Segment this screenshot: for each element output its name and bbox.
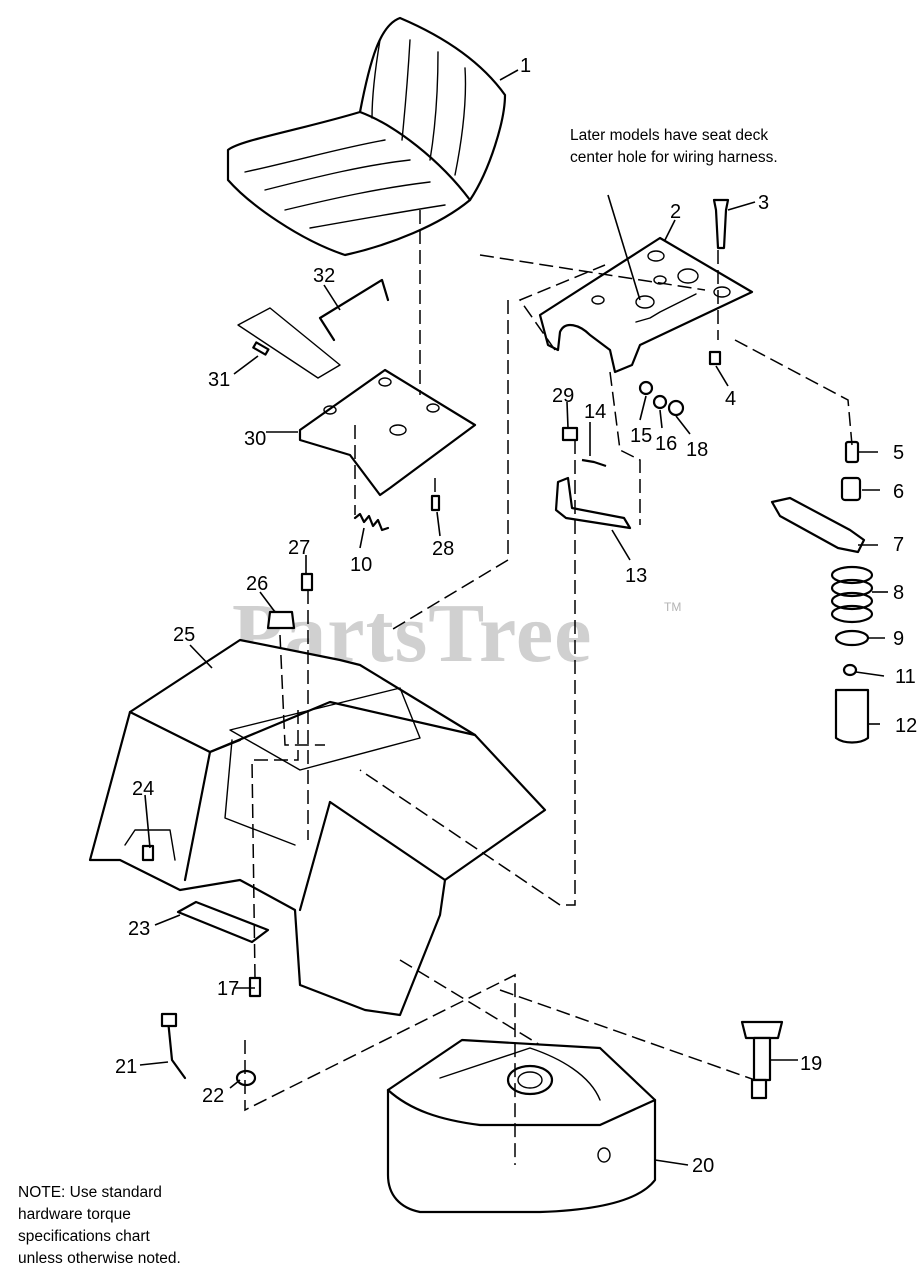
nut-part-4[interactable]	[708, 350, 722, 366]
callout-14: 14	[584, 401, 606, 423]
callout-12: 12	[895, 715, 917, 737]
callout-27: 27	[288, 537, 310, 559]
rod-part-32[interactable]	[318, 278, 390, 342]
callout-7: 7	[893, 534, 904, 556]
callout-31: 31	[208, 369, 230, 391]
callout-23: 23	[128, 918, 150, 940]
callout-21: 21	[115, 1056, 137, 1078]
bumper-part-12[interactable]	[834, 688, 870, 744]
standard-note-line-2: hardware torque	[18, 1206, 131, 1223]
callout-24: 24	[132, 778, 154, 800]
pin-part-31[interactable]	[252, 341, 270, 356]
grommet-part-22[interactable]	[235, 1069, 257, 1087]
callout-28: 28	[432, 538, 454, 560]
bolt-part-14[interactable]	[581, 458, 607, 468]
later-models-note: Later models have seat deck center hole …	[570, 125, 830, 169]
callout-15: 15	[630, 425, 652, 447]
nut-part-11[interactable]	[842, 663, 858, 677]
callout-25: 25	[173, 624, 195, 646]
nut-part-16[interactable]	[652, 394, 668, 410]
fuel-gauge-part-19[interactable]	[740, 1020, 784, 1100]
callout-2: 2	[670, 201, 681, 223]
later-models-note-line-2: center hole for wiring harness.	[570, 149, 778, 166]
callout-22: 22	[202, 1085, 224, 1107]
callout-30: 30	[244, 428, 266, 450]
later-models-note-line-1: Later models have seat deck	[570, 127, 769, 144]
nut-part-29[interactable]	[561, 426, 579, 442]
standard-note-line-4: unless otherwise noted.	[18, 1250, 181, 1267]
callout-5: 5	[893, 442, 904, 464]
connector-part-21[interactable]	[160, 1012, 178, 1028]
callout-19: 19	[800, 1053, 822, 1075]
bracket-part-13[interactable]	[554, 476, 632, 530]
seat-deck-part[interactable]	[538, 236, 754, 374]
screw-part-17[interactable]	[248, 976, 262, 998]
nut-part-15[interactable]	[638, 380, 654, 396]
plate-part-23[interactable]	[176, 900, 270, 944]
callout-29: 29	[552, 385, 574, 407]
callout-20: 20	[692, 1155, 714, 1177]
spring-part-10[interactable]	[353, 512, 390, 532]
callout-4: 4	[725, 388, 736, 410]
callout-3: 3	[758, 192, 769, 214]
standard-hardware-note: NOTE: Use standard hardware torque speci…	[18, 1182, 218, 1270]
callout-10: 10	[350, 554, 372, 576]
bolt-part-24[interactable]	[141, 844, 155, 862]
washer-part-9[interactable]	[834, 629, 870, 647]
callout-17: 17	[217, 978, 239, 1000]
seat-bracket-part-30[interactable]	[298, 368, 477, 497]
callout-13: 13	[625, 565, 647, 587]
assembly-guide-lines	[244, 210, 853, 1165]
callout-numbers: 1 2 3 4 5 6 7 8 9 10 11 12 13 14 15 16 1…	[115, 55, 917, 1177]
bolt-part-3[interactable]	[712, 198, 730, 250]
screw-part-27[interactable]	[300, 572, 314, 592]
callout-16: 16	[655, 433, 677, 455]
callout-leaders	[139, 69, 888, 1166]
callout-18: 18	[686, 439, 708, 461]
fuel-tank-part-20[interactable]	[386, 1038, 657, 1214]
callout-26: 26	[246, 573, 268, 595]
seat-part[interactable]	[226, 16, 507, 257]
callout-1: 1	[520, 55, 531, 77]
callout-6: 6	[893, 481, 904, 503]
callout-32: 32	[313, 265, 335, 287]
lever-part-7[interactable]	[770, 496, 866, 554]
spring-part-6[interactable]	[840, 476, 862, 502]
nut-part-18[interactable]	[667, 399, 685, 417]
screw-part-28[interactable]	[430, 494, 441, 512]
callout-11: 11	[895, 666, 916, 688]
part-31-box	[237, 307, 341, 379]
spring-part-8[interactable]	[830, 565, 874, 624]
wire-part-21[interactable]	[166, 1018, 187, 1080]
standard-note-line-1: NOTE: Use standard	[18, 1184, 162, 1201]
standard-note-line-3: specifications chart	[18, 1228, 150, 1245]
callout-8: 8	[893, 582, 904, 604]
plug-part-26[interactable]	[266, 610, 296, 630]
callout-9: 9	[893, 628, 904, 650]
fender-part-25[interactable]	[88, 638, 547, 1017]
trademark-symbol: TM	[664, 600, 682, 614]
